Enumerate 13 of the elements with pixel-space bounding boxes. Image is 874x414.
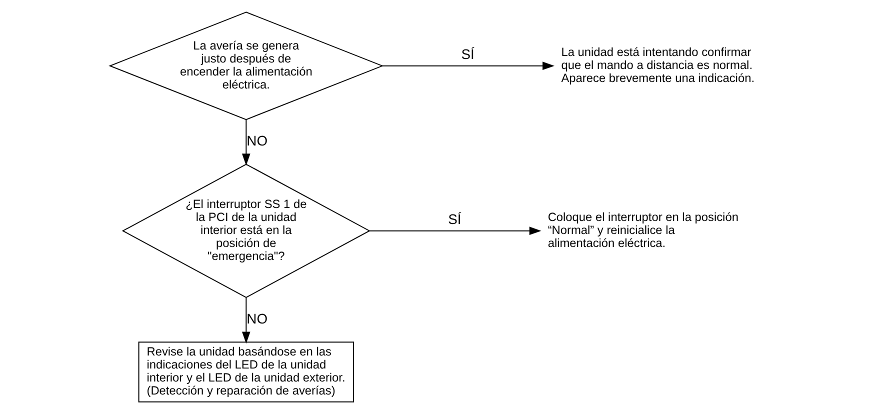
- node-box: Revise la unidad basándose en las indicaciones del LED de la unidad interior y el LED de la unidad exterior. (Detección y reparación de averías): [138, 342, 354, 402]
- node-text: La unidad está intentando confirmar que el mando a distancia es normal. Aparece brevemente una indicación.: [561, 45, 755, 85]
- arrow: [242, 119, 250, 166]
- node-diamond: ¿El interruptor SS 1 de la PCI de la unidad interior está en la posición de "emergencia"?: [122, 164, 370, 298]
- arrow: [369, 226, 542, 236]
- edge-label: SÍ: [448, 211, 462, 228]
- node-diamond: La avería se genera justo después de encender la alimentación eléctrica.: [108, 12, 384, 120]
- arrow: [382, 62, 554, 70]
- edge-label: NO: [246, 132, 268, 149]
- arrow: [242, 297, 250, 344]
- node-text: Coloque el interruptor en la posición “Normal” y reinicialice la alimentación eléctrica.: [548, 210, 738, 250]
- edge-label: SÍ: [461, 46, 474, 62]
- edge-label: NO: [246, 310, 268, 326]
